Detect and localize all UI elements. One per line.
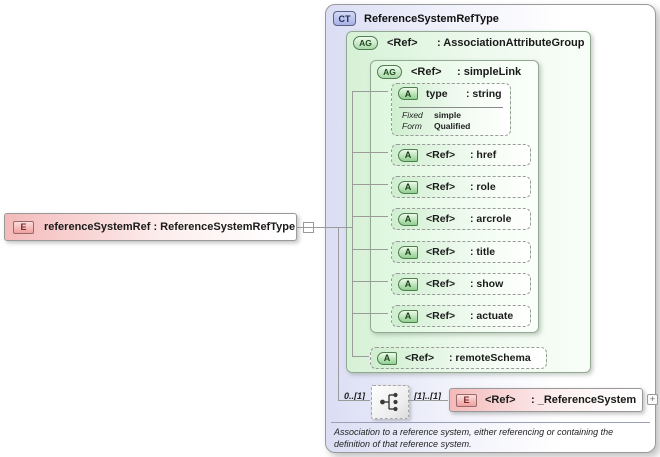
expand-button[interactable]: +	[647, 394, 658, 405]
facet-value: Qualified	[434, 121, 471, 131]
attribute-ref-label: <Ref>	[426, 181, 456, 193]
attribute-ref-label: <Ref>	[405, 352, 435, 364]
attributegroup-box-simpleLink[interactable]: AG <Ref> : simpleLink A type : string Fi…	[370, 60, 539, 333]
sequence-compositor-icon[interactable]	[371, 385, 409, 419]
attribute-name-label: : role	[470, 181, 496, 193]
element-box-ReferenceSystem[interactable]: E <Ref> : _ReferenceSystem	[449, 388, 643, 412]
attribute-box-type[interactable]: A type : string Fixed simple Form Qualif…	[391, 83, 511, 136]
element-box-referenceSystemRef[interactable]: E referenceSystemRef : ReferenceSystemRe…	[4, 213, 297, 241]
annotation-separator	[331, 422, 650, 423]
attribute-box-title[interactable]: A <Ref> : title	[391, 241, 531, 263]
attribute-kind-badge: A	[377, 351, 397, 365]
attributegroup-kind-badge: AG	[377, 65, 402, 79]
simplelink-name-label: : simpleLink	[457, 66, 522, 78]
attribute-box-role[interactable]: A <Ref> : role	[391, 176, 531, 198]
attribute-ref-label: <Ref>	[426, 213, 456, 225]
attribute-kind-badge: A	[398, 212, 418, 226]
attribute-ref-label: <Ref>	[426, 246, 456, 258]
facet-row-fixed: Fixed simple	[402, 110, 461, 120]
attribute-ref-label: <Ref>	[426, 310, 456, 322]
attribute-name-label: : actuate	[470, 310, 514, 322]
attribute-name-label: : remoteSchema	[449, 352, 531, 364]
complextype-kind-badge: CT	[333, 11, 356, 26]
attributegroup-box-AssociationAttributeGroup[interactable]: AG <Ref> : AssociationAttributeGroup AG …	[346, 31, 591, 373]
facet-label: Fixed	[402, 110, 423, 120]
facet-value: simple	[434, 110, 461, 120]
attribute-name-label: : arcrole	[470, 213, 512, 225]
multiplicity-outer: 0..[1]	[344, 391, 366, 401]
attribute-name-label: : show	[470, 278, 504, 290]
facet-label: Form	[402, 121, 422, 131]
complextype-header: CT ReferenceSystemRefType	[333, 11, 499, 26]
attribute-name: type	[426, 87, 448, 100]
annotation-text: Association to a reference system, eithe…	[334, 427, 614, 449]
attribute-type: : string	[466, 87, 502, 100]
attribute-ref-label: <Ref>	[426, 149, 456, 161]
complextype-box-ReferenceSystemRefType[interactable]: CT ReferenceSystemRefType AG <Ref> : Ass…	[325, 4, 658, 453]
attribute-box-href[interactable]: A <Ref> : href	[391, 144, 531, 166]
attribute-box-arcrole[interactable]: A <Ref> : arcrole	[391, 208, 531, 230]
attribute-name-label: : title	[470, 246, 496, 258]
attribute-kind-badge: A	[398, 277, 418, 291]
attribute-kind-badge: A	[398, 148, 418, 162]
element-kind-badge: E	[456, 393, 477, 407]
complextype-title: ReferenceSystemRefType	[364, 12, 499, 25]
attributegroup-kind-badge: AG	[353, 36, 378, 50]
dash-glyph	[306, 227, 311, 228]
attribute-kind-badge: A	[398, 245, 418, 259]
attribute-kind-badge: A	[398, 87, 418, 100]
type-attribute-header: A type : string	[398, 87, 502, 100]
element-kind-badge: E	[13, 220, 34, 234]
attributegroup-name-label: : AssociationAttributeGroup	[437, 37, 585, 49]
attribute-box-actuate[interactable]: A <Ref> : actuate	[391, 305, 531, 327]
simplelink-header: AG <Ref> : simpleLink	[377, 65, 521, 79]
element-label: referenceSystemRef : ReferenceSystemRefT…	[44, 221, 296, 233]
sequence-glyph	[380, 392, 398, 412]
element-ref-label: <Ref>	[485, 394, 516, 406]
simplelink-ref-label: <Ref>	[411, 66, 442, 78]
attribute-box-show[interactable]: A <Ref> : show	[391, 273, 531, 295]
attribute-kind-badge: A	[398, 309, 418, 323]
attribute-name-label: : href	[470, 149, 497, 161]
attribute-box-remoteSchema[interactable]: A <Ref> : remoteSchema	[370, 347, 547, 369]
attributegroup-ref-label: <Ref>	[387, 37, 418, 49]
multiplicity-inner: [1]..[1]	[414, 391, 441, 401]
collapse-handle-icon[interactable]	[303, 222, 314, 233]
attribute-kind-badge: A	[398, 180, 418, 194]
facet-divider	[399, 107, 503, 108]
attribute-ref-label: <Ref>	[426, 278, 456, 290]
element-name-label: : _ReferenceSystem	[531, 394, 637, 406]
facet-row-form: Form Qualified	[402, 121, 470, 131]
attributegroup-header: AG <Ref> : AssociationAttributeGroup	[353, 36, 584, 50]
